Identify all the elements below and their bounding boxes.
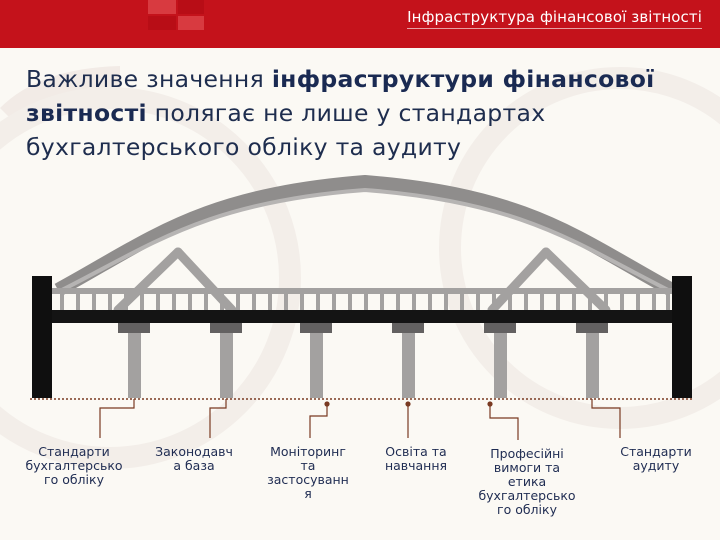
pillar-label-professional-requirements: Професійні вимоги та етика бухгалтерсько… — [478, 446, 576, 517]
headline-text-start: Важливе значення — [26, 65, 272, 93]
bridge-arch-highlight — [57, 187, 673, 294]
pillar-label-legislation: Законодавч а база — [155, 444, 233, 473]
pillar-label-accounting-standards: Стандарти бухгалтерсько го обліку — [25, 444, 123, 487]
bridge-deck — [52, 310, 677, 323]
headline-emphasis: інфраструктури фінансової звітності — [26, 65, 655, 127]
pillar-label-audit-standards: Стандарти аудиту — [620, 444, 692, 473]
bridge-top-rail — [52, 288, 677, 294]
label-connectors — [99, 399, 621, 440]
pillar-label-monitoring: Моніторинг та застосуванн я — [267, 444, 349, 501]
bridge-right-tower — [672, 276, 692, 398]
header-curve — [0, 0, 10, 48]
bridge-pillars — [118, 323, 608, 398]
header-title: Інфраструктура фінансової звітності — [407, 8, 702, 29]
bridge-balusters — [60, 292, 670, 310]
logo-squares-icon — [148, 0, 204, 30]
bridge-illustration — [30, 174, 694, 440]
connector-dots — [324, 401, 493, 407]
pillar-label-education: Освіта та навчання — [384, 444, 448, 473]
headline-text-end: полягає не лише у стандартах бухгалтерсь… — [26, 99, 546, 161]
bridge-left-tower — [32, 276, 52, 398]
header-band: Інфраструктура фінансової звітності — [0, 0, 720, 48]
headline: Важливе значення інфраструктури фінансов… — [26, 62, 666, 164]
bridge-arch — [54, 174, 676, 297]
